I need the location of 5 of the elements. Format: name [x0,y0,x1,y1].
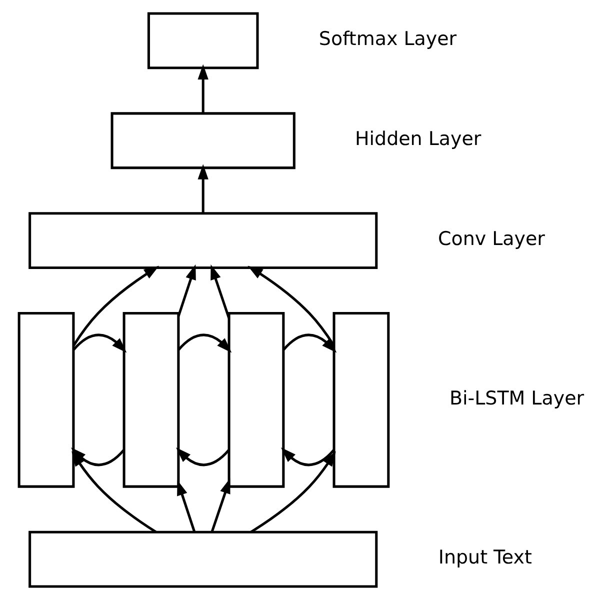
label: Conv Layer [438,228,545,250]
label: Softmax Layer [318,28,457,50]
label: Input Text [438,546,532,569]
label: Bi-LSTM Layer [449,387,584,410]
label: Hidden Layer [355,128,482,150]
